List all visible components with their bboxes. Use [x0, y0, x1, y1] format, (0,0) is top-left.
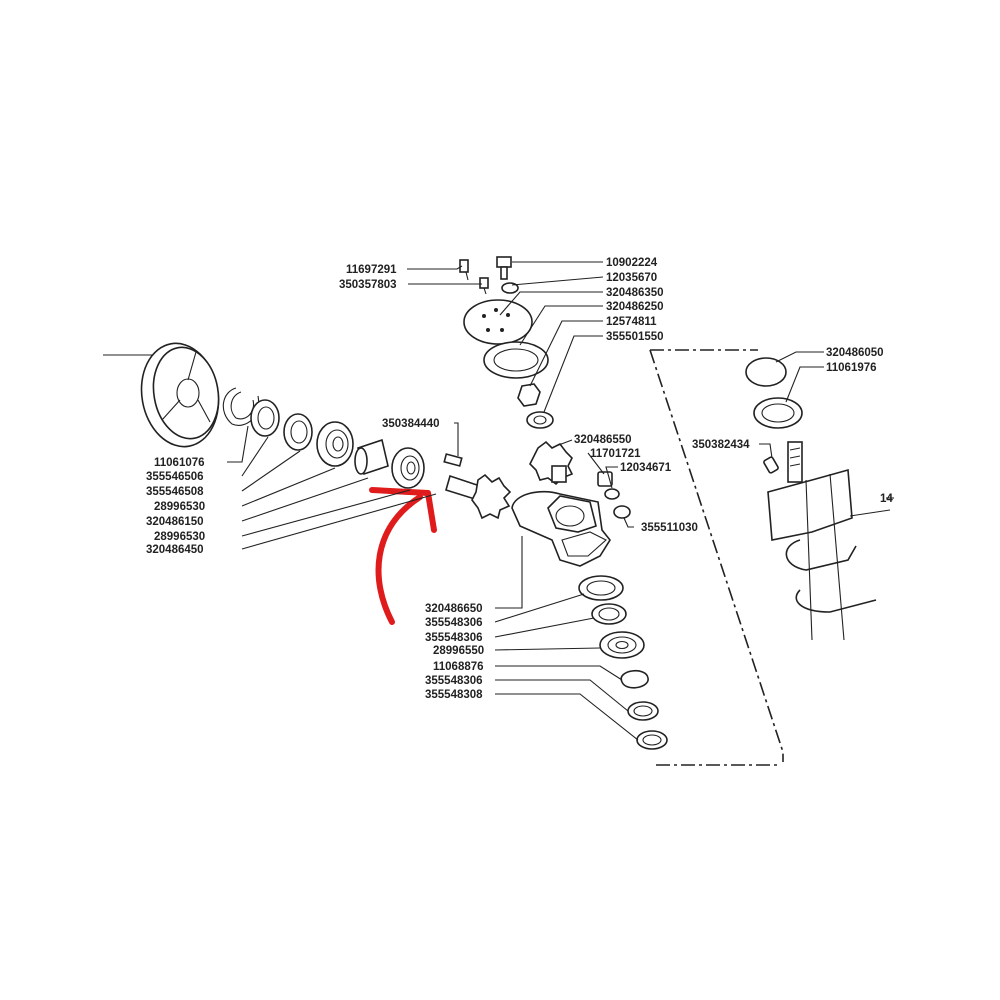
snap-ring-lower	[620, 670, 649, 689]
label-28996530-b: 28996530	[154, 531, 205, 543]
gasket	[483, 341, 549, 379]
auger-detail-frame	[649, 349, 784, 766]
nut	[517, 383, 541, 407]
washer-mid	[526, 411, 554, 429]
bearing-lower	[599, 631, 645, 659]
label-355546508: 355546508	[146, 486, 204, 498]
bolt-hex	[496, 256, 512, 280]
ring-right	[753, 397, 803, 429]
label-350357803: 350357803	[339, 279, 397, 291]
label-320486050: 320486050	[826, 347, 884, 359]
label-355548306-c: 355548306	[425, 675, 483, 687]
label-355548306-b: 355548306	[425, 632, 483, 644]
label-355548308: 355548308	[425, 689, 483, 701]
label-11068876: 11068876	[433, 661, 484, 673]
washer-left-1	[250, 399, 280, 437]
cap	[745, 357, 787, 387]
leader-lines	[227, 261, 894, 741]
label-320486150: 320486150	[146, 516, 204, 528]
pinion-shaft	[445, 473, 512, 520]
gearbox-housing	[511, 490, 611, 567]
washer-top	[501, 282, 519, 294]
seal-ring-1	[578, 575, 624, 601]
bearing-left-2	[391, 447, 425, 489]
label-12035670: 12035670	[606, 272, 657, 284]
spacer-sleeve	[354, 438, 389, 476]
label-320486550: 320486550	[574, 434, 632, 446]
label-12574811: 12574811	[606, 316, 657, 328]
label-11697291: 11697291	[346, 264, 397, 276]
label-11061076: 11061076	[154, 457, 205, 469]
auger-screw	[767, 441, 891, 641]
label-350384440: 350384440	[382, 418, 440, 430]
small-key-right	[763, 456, 779, 474]
seal-ring-2	[591, 603, 627, 625]
label-14: 14	[880, 493, 893, 505]
label-28996550: 28996550	[433, 645, 484, 657]
small-washer	[604, 488, 620, 500]
washer-lower-1	[627, 701, 659, 721]
label-320486450: 320486450	[146, 544, 204, 556]
label-355548306-a: 355548306	[425, 617, 483, 629]
part-labels: 11697291 350357803 10902224 12035670 320…	[146, 257, 893, 701]
label-355511030: 355511030	[641, 522, 698, 534]
bolt-small-2	[479, 277, 489, 295]
bearing-left-1	[316, 421, 354, 467]
label-350382434: 350382434	[692, 439, 750, 451]
small-ring	[613, 505, 631, 519]
label-320486350: 320486350	[606, 287, 664, 299]
label-11701721: 11701721	[590, 448, 641, 460]
pulley-wheel	[103, 342, 220, 448]
cover-plate	[463, 299, 533, 345]
label-12034671: 12034671	[620, 462, 672, 474]
label-28996530-a: 28996530	[154, 501, 205, 513]
label-320486650: 320486650	[425, 603, 483, 615]
label-10902224: 10902224	[606, 257, 658, 269]
label-320486250: 320486250	[606, 301, 664, 313]
washer-left-2	[283, 413, 313, 451]
bevel-gear	[529, 440, 574, 486]
washer-lower-2	[636, 730, 668, 750]
label-355501550: 355501550	[606, 331, 664, 343]
bolt-small	[459, 259, 469, 281]
label-355546506: 355546506	[146, 471, 204, 483]
red-annotation-arrow	[369, 487, 437, 625]
label-11061976: 11061976	[826, 362, 877, 374]
key-pin	[443, 453, 463, 467]
